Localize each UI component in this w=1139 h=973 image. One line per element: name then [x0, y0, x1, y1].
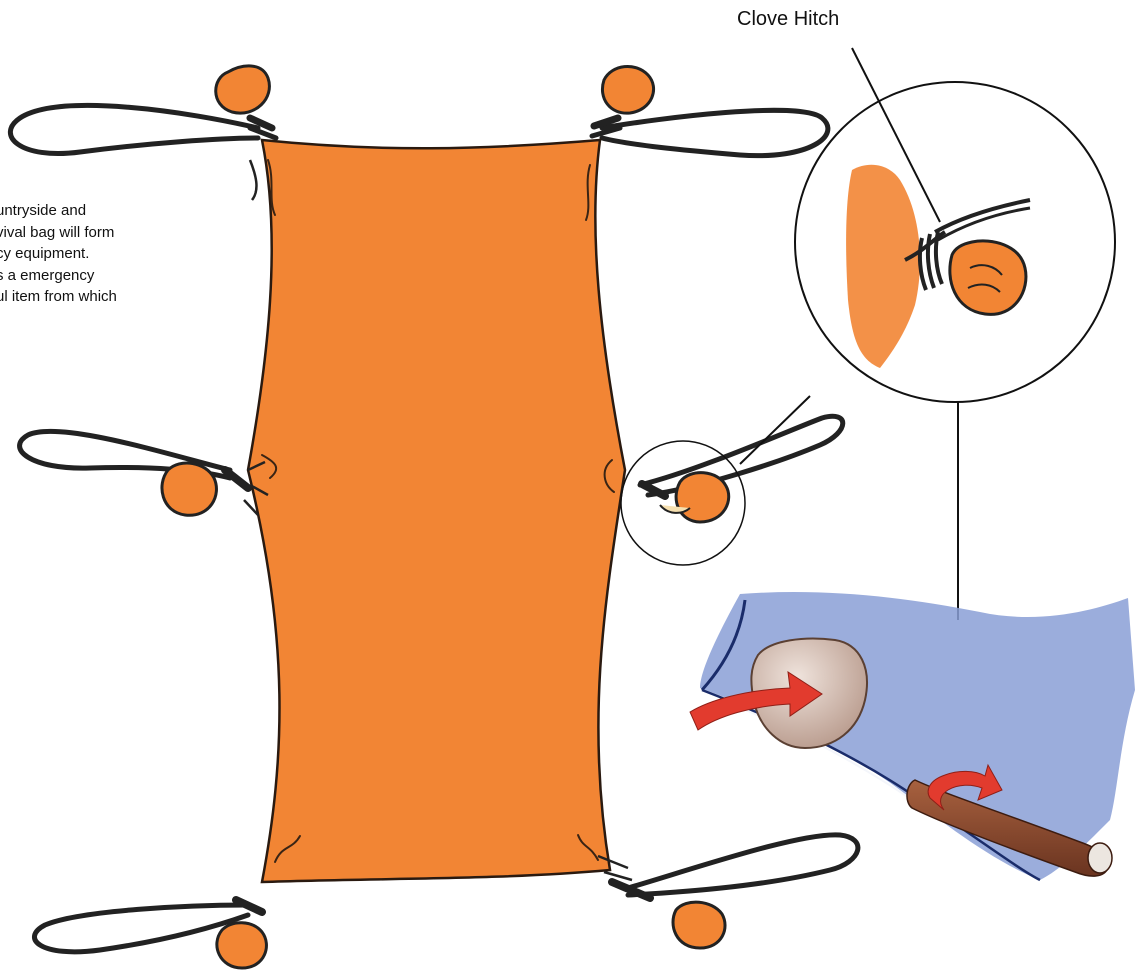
body-text-line: untryside and — [0, 200, 117, 222]
body-text-line: cy equipment. — [0, 243, 117, 265]
knot-bottom-left — [217, 900, 267, 968]
knot-bottom-right — [598, 856, 725, 948]
body-text-line: ul item from which — [0, 286, 117, 308]
clove-hitch-detail — [795, 48, 1115, 402]
clove-hitch-label: Clove Hitch — [737, 8, 839, 31]
stone-stick-inset — [690, 592, 1135, 880]
body-text-line: vival bag will form — [0, 222, 117, 244]
body-text-fragment: untryside and vival bag will form cy equ… — [0, 200, 117, 308]
body-text-line: s a emergency — [0, 265, 117, 287]
survival-bag-sheet — [248, 140, 625, 882]
